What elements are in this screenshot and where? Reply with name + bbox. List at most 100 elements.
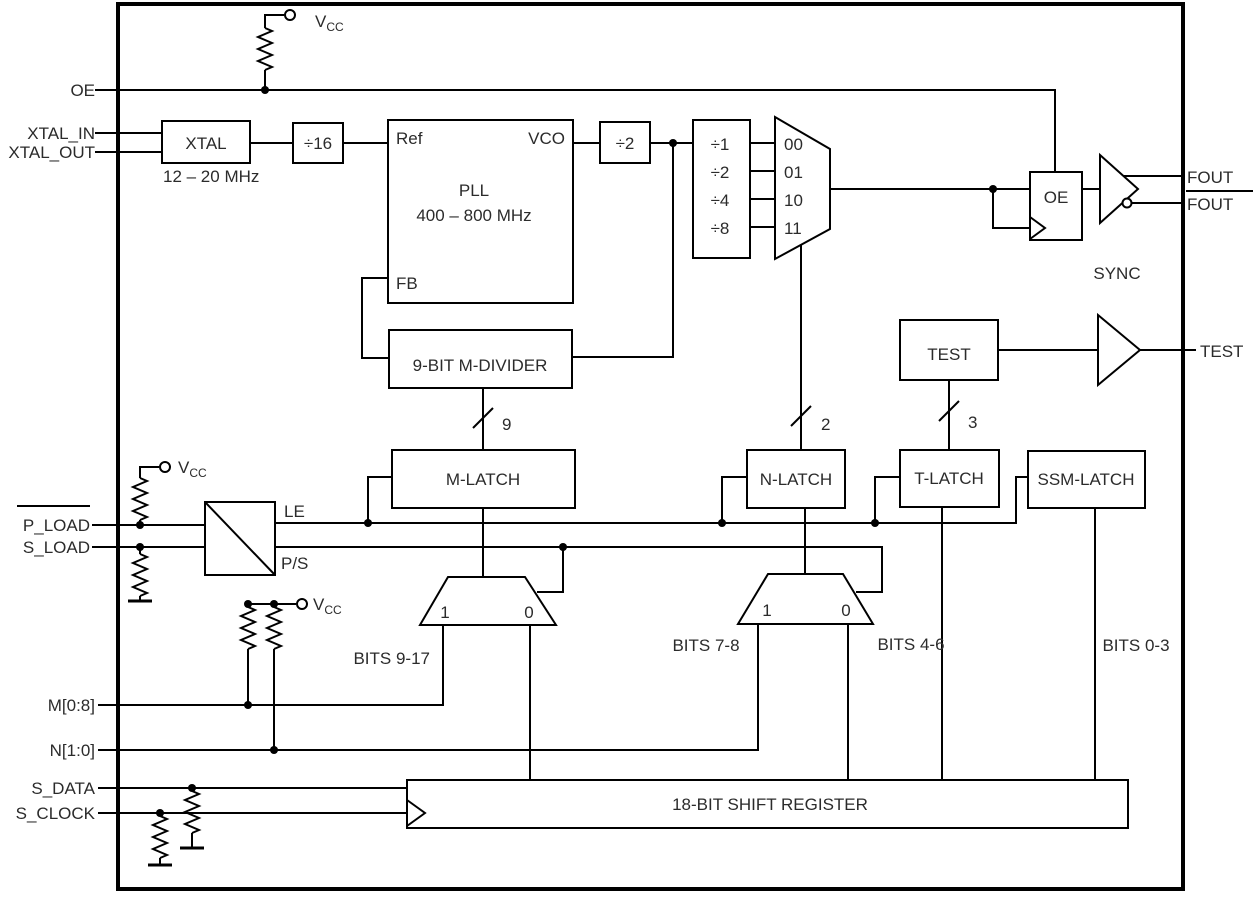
vcc-terminal bbox=[284, 9, 296, 21]
pll-fb-label: FB bbox=[396, 274, 418, 293]
mux-code-11: 11 bbox=[784, 219, 802, 238]
divider-row-2: ÷2 bbox=[711, 163, 730, 182]
divider-row-8: ÷8 bbox=[711, 219, 730, 238]
div2-block bbox=[599, 121, 651, 164]
pullup-pulldown-resistors bbox=[130, 27, 284, 859]
clock-input-icon bbox=[1029, 216, 1047, 240]
junction-dot bbox=[244, 600, 252, 608]
ssm-latch-block bbox=[1027, 450, 1146, 509]
load-select-diagonal bbox=[204, 501, 276, 576]
n-latch-label: N-LATCH bbox=[760, 470, 832, 489]
resistor bbox=[130, 477, 150, 521]
junction-dot bbox=[136, 521, 144, 529]
junction-dot bbox=[188, 784, 196, 792]
m-mux-input-1: 1 bbox=[440, 603, 449, 622]
xtal-label: XTAL bbox=[185, 134, 226, 153]
pll-name-label: PLL bbox=[459, 181, 489, 200]
div2-label: ÷2 bbox=[616, 134, 635, 153]
resistor bbox=[150, 815, 170, 859]
junction-dot bbox=[871, 519, 879, 527]
junction-dot bbox=[270, 746, 278, 754]
vcc-label: VCC bbox=[178, 458, 207, 480]
pin-fout: FOUT bbox=[1187, 168, 1233, 187]
junction-dot bbox=[136, 543, 144, 551]
vcc-terminal bbox=[296, 598, 308, 610]
ps-label: P/S bbox=[281, 554, 308, 573]
mux-code-10: 10 bbox=[784, 191, 803, 210]
shift-register-label: 18-BIT SHIFT REGISTER bbox=[672, 795, 868, 814]
pll-range-label: 400 – 800 MHz bbox=[416, 206, 531, 225]
pll-vco-label: VCO bbox=[528, 129, 565, 148]
test-buffer bbox=[1097, 312, 1142, 388]
m-mux-input-0: 0 bbox=[524, 603, 533, 622]
m-divider-block bbox=[388, 329, 573, 389]
n-mux-input-1: 1 bbox=[762, 601, 771, 620]
junction-dot bbox=[669, 139, 677, 147]
pin-fout-b: FOUT bbox=[1187, 195, 1233, 214]
xtal-range-label: 12 – 20 MHz bbox=[163, 167, 259, 186]
t-latch-block bbox=[899, 449, 1000, 508]
clock-input-icon bbox=[406, 799, 427, 827]
pll-ref-label: Ref bbox=[396, 129, 423, 148]
shift-register-block bbox=[406, 779, 1129, 829]
bus-width-slashes bbox=[472, 400, 960, 429]
vcc-label: VCC bbox=[315, 12, 344, 34]
pin-s-data: S_DATA bbox=[31, 779, 95, 798]
m-latch-label: M-LATCH bbox=[446, 470, 520, 489]
ssm-latch-label: SSM-LATCH bbox=[1038, 470, 1135, 489]
bus-width-m: 9 bbox=[502, 415, 511, 434]
divider-bank-block bbox=[692, 119, 751, 259]
junction-dot bbox=[270, 600, 278, 608]
n-mux-input-0: 0 bbox=[841, 601, 850, 620]
ground-symbol bbox=[128, 599, 204, 867]
bits-9-17-label: BITS 9-17 bbox=[353, 649, 430, 668]
junction-dot bbox=[244, 701, 252, 709]
bits-4-6-label: BITS 4-6 bbox=[877, 635, 944, 654]
fout-buffer bbox=[1099, 152, 1140, 226]
resistor bbox=[255, 27, 275, 71]
pin-s-clock: S_CLOCK bbox=[16, 804, 96, 823]
junction-dot bbox=[718, 519, 726, 527]
resistor bbox=[238, 606, 258, 650]
bits-7-8-label: BITS 7-8 bbox=[672, 636, 739, 655]
bus-width-t: 3 bbox=[968, 413, 977, 432]
vcc-label: VCC bbox=[313, 595, 342, 617]
pll-block bbox=[387, 119, 574, 304]
pin-test: TEST bbox=[1200, 342, 1243, 361]
pin-s-load: S_LOAD bbox=[23, 538, 90, 557]
junction-dot bbox=[559, 543, 567, 551]
le-label: LE bbox=[284, 502, 305, 521]
m-input-mux bbox=[418, 576, 558, 626]
m-latch-block bbox=[391, 449, 576, 509]
chip-boundary bbox=[116, 2, 1185, 891]
resistor bbox=[130, 553, 150, 597]
output-mux bbox=[774, 115, 831, 261]
divider-row-1: ÷1 bbox=[711, 135, 730, 154]
bus-width-n: 2 bbox=[821, 415, 830, 434]
junction-dot bbox=[364, 519, 372, 527]
bits-0-3-label: BITS 0-3 bbox=[1102, 636, 1169, 655]
divider-row-4: ÷4 bbox=[711, 191, 730, 210]
resistor bbox=[264, 606, 284, 650]
mux-code-00: 00 bbox=[784, 135, 803, 154]
junction-dot bbox=[261, 86, 269, 94]
junction-dots bbox=[136, 86, 997, 817]
div16-label: ÷16 bbox=[304, 134, 332, 153]
oe-ff-label: OE bbox=[1044, 188, 1069, 207]
pin-n-bus: N[1:0] bbox=[50, 741, 95, 760]
pin-xtal-out: XTAL_OUT bbox=[8, 143, 95, 162]
sync-label: SYNC bbox=[1093, 264, 1140, 283]
pin-m-bus: M[0:8] bbox=[48, 696, 95, 715]
inverter-bubble-icon bbox=[1121, 197, 1133, 209]
pin-xtal-in: XTAL_IN bbox=[27, 124, 95, 143]
div16-block bbox=[292, 122, 344, 164]
pin-oe: OE bbox=[70, 81, 95, 100]
pin-p-load: P_LOAD bbox=[23, 516, 90, 535]
oe-flipflop-block bbox=[1029, 171, 1083, 241]
test-block bbox=[899, 319, 999, 381]
vcc-terminal bbox=[159, 461, 171, 473]
m-divider-label: 9-BIT M-DIVIDER bbox=[413, 356, 548, 375]
t-latch-label: T-LATCH bbox=[914, 469, 984, 488]
